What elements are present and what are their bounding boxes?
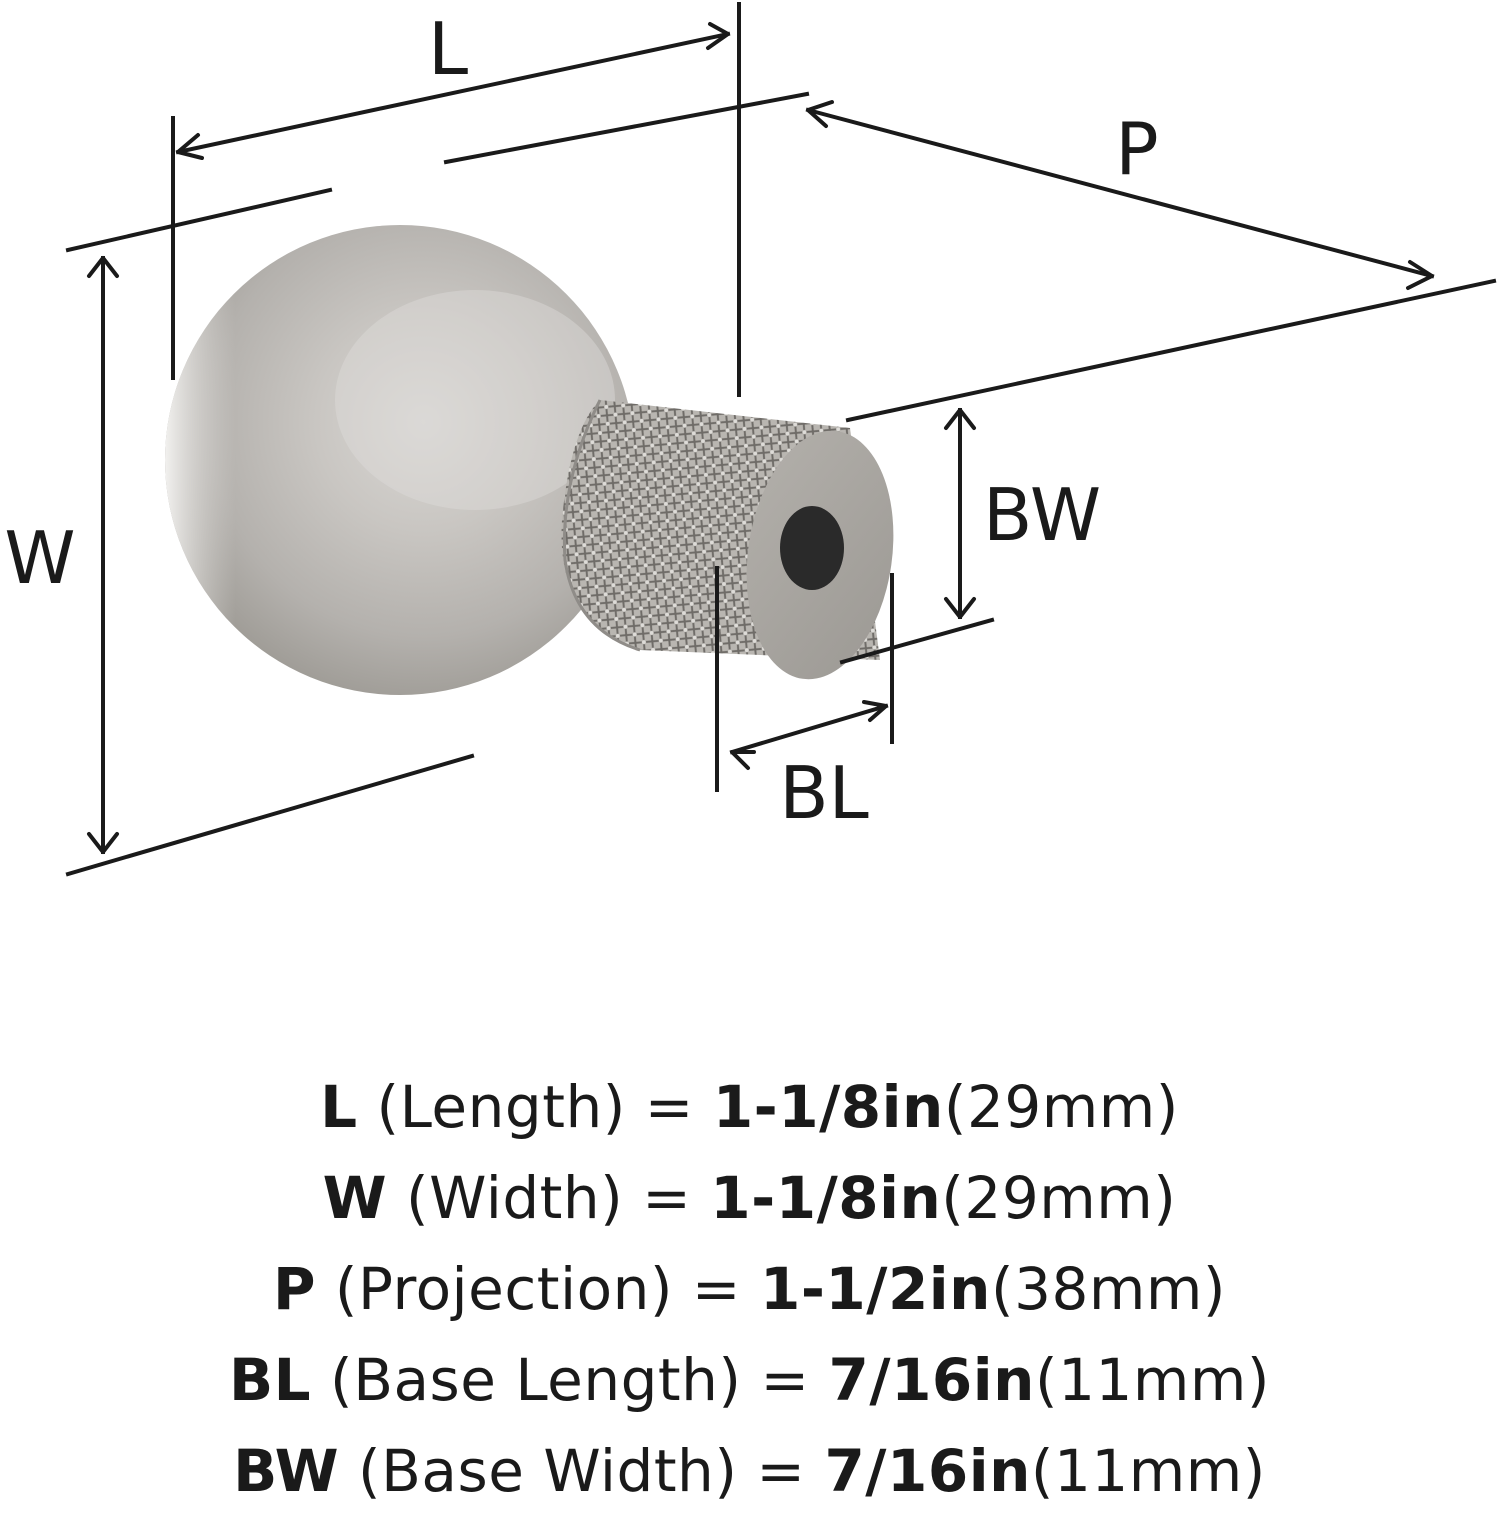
spec-metric: (11mm) [1030, 1437, 1266, 1505]
spec-metric: (29mm) [943, 1073, 1179, 1141]
label-L: L [428, 7, 468, 91]
spec-code: BL [228, 1346, 312, 1414]
dimension-lines [65, 2, 1497, 877]
spec-row-width: W (Width) = 1-1/8in(29mm) [0, 1153, 1499, 1244]
label-BW: BW [983, 473, 1101, 557]
spec-row-base-length: BL (Base Length) = 7/16in(11mm) [0, 1335, 1499, 1426]
spec-equals: = [760, 1346, 829, 1414]
spec-equals: = [756, 1437, 825, 1505]
knob-ball [165, 225, 635, 695]
spec-row-length: L (Length) = 1-1/8in(29mm) [0, 1062, 1499, 1153]
spec-code: P [272, 1255, 316, 1323]
spec-row-projection: P (Projection) = 1-1/2in(38mm) [0, 1244, 1499, 1335]
spec-code: L [320, 1073, 358, 1141]
knob-base-face [746, 430, 894, 680]
spec-name: (Base Width) [339, 1437, 757, 1505]
label-BL: BL [779, 751, 869, 835]
spec-metric: (11mm) [1034, 1346, 1271, 1414]
spec-name: (Width) [387, 1164, 643, 1232]
spec-imperial: 7/16in [828, 1346, 1035, 1414]
spec-metric: (29mm) [941, 1164, 1177, 1232]
spec-code: W [322, 1164, 388, 1232]
screw-hole [780, 506, 844, 590]
spec-imperial: 1-1/2in [759, 1255, 991, 1323]
spec-code: BW [233, 1437, 340, 1505]
spec-name: (Base Length) [311, 1346, 761, 1414]
spec-equals: = [691, 1255, 760, 1323]
spec-name: (Projection) [315, 1255, 692, 1323]
spec-imperial: 7/16in [824, 1437, 1031, 1505]
spec-metric: (38mm) [990, 1255, 1227, 1323]
label-W: W [4, 516, 75, 600]
spec-name: (Length) [357, 1073, 645, 1141]
spec-equals: = [644, 1073, 713, 1141]
spec-row-base-width: BW (Base Width) = 7/16in(11mm) [0, 1426, 1499, 1517]
dimension-spec-list: L (Length) = 1-1/8in(29mm) W (Width) = 1… [0, 1062, 1499, 1517]
spec-imperial: 1-1/8in [712, 1073, 944, 1141]
spec-equals: = [642, 1164, 711, 1232]
label-P: P [1115, 107, 1158, 191]
spec-imperial: 1-1/8in [710, 1164, 942, 1232]
knob-dimension-diagram: L W P BW BL [4, 2, 1497, 877]
